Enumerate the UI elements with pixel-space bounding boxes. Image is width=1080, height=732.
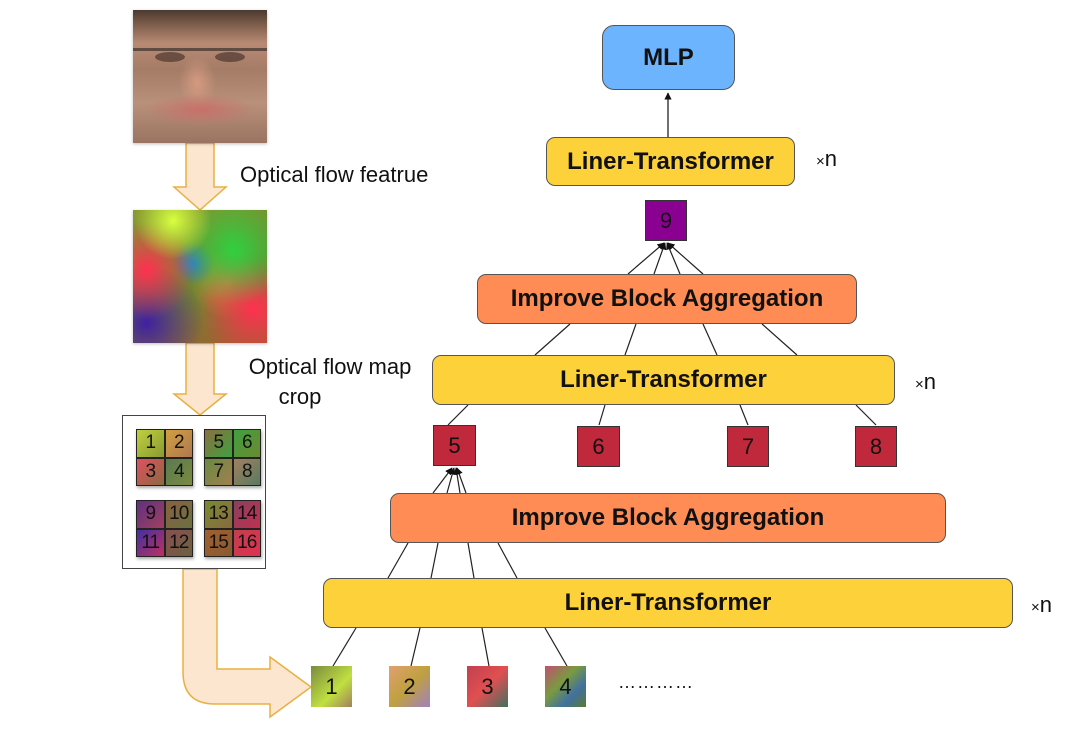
improve-block-aggregation-stage2: Improve Block Aggregation [477, 274, 857, 324]
repeat-marker-stage1: ×n [1031, 592, 1052, 618]
node-7: 7 [727, 426, 769, 467]
step-label-optical-flow-feature: Optical flow featrue [240, 162, 429, 187]
repeat-marker-stage3: ×n [816, 146, 837, 172]
edges-lt2-iba2 [534, 323, 798, 356]
crop-quadrant: 9 10 11 12 [136, 500, 193, 557]
input-tile-3: 3 [467, 666, 508, 707]
optical-flow-map-image [133, 210, 267, 343]
liner-transformer-stage3: Liner-Transformer [546, 137, 795, 186]
edges-tiles-lt1 [332, 627, 568, 667]
repeat-count: n [923, 369, 937, 394]
crop-cell: 7 [204, 457, 233, 486]
improve-block-aggregation-stage1: Improve Block Aggregation [390, 493, 946, 543]
times-symbol: × [1031, 599, 1040, 616]
transformer-label: Liner-Transformer [564, 589, 772, 616]
crop-quadrant: 13 14 15 16 [204, 500, 261, 557]
mlp-block: MLP [602, 25, 735, 90]
crop-cell: 14 [232, 500, 261, 529]
crop-cell: 13 [204, 500, 233, 529]
crop-cell: 3 [136, 457, 165, 486]
crop-cell: 6 [232, 429, 261, 458]
transformer-label: Liner-Transformer [567, 147, 774, 175]
mlp-label: MLP [643, 43, 694, 71]
repeat-count: n [1039, 592, 1053, 617]
tile-label: 1 [325, 673, 338, 699]
edges-iba1-node5 [432, 467, 467, 494]
arrow-crop-to-tiles [182, 568, 313, 719]
crop-cell: 4 [164, 457, 193, 486]
liner-transformer-stage2: Liner-Transformer [432, 355, 895, 405]
aggregation-label: Improve Block Aggregation [511, 504, 825, 531]
eye-left-detail [155, 52, 185, 62]
eye-right-detail [215, 52, 245, 62]
node-label: 7 [741, 433, 755, 459]
crop-cell: 5 [204, 429, 233, 458]
crop-cell: 10 [164, 500, 193, 529]
continuation-ellipsis: ………… [618, 672, 694, 692]
arrow-flow-to-crop [171, 342, 229, 416]
edges-nodes-lt2 [447, 404, 877, 426]
tile-label: 3 [481, 673, 494, 699]
node-8: 8 [855, 426, 897, 467]
crop-cell: 2 [164, 429, 193, 458]
step-label-line2: crop [278, 384, 322, 409]
step-label-optical-flow-crop: Optical flow map crop [230, 352, 430, 412]
crop-quadrant: 1 2 3 4 [136, 429, 193, 486]
node-5: 5 [433, 425, 476, 466]
crop-cell: 11 [136, 528, 165, 557]
crop-cell: 16 [232, 528, 261, 557]
tile-label: 2 [403, 673, 416, 699]
input-tile-4: 4 [545, 666, 586, 707]
edges-iba2-node9 [627, 242, 704, 275]
liner-transformer-stage1: Liner-Transformer [323, 578, 1013, 628]
crop-quadrant: 5 6 7 8 [204, 429, 261, 486]
input-tile-2: 2 [389, 666, 430, 707]
crop-cell: 15 [204, 528, 233, 557]
node-9: 9 [645, 200, 687, 241]
crop-cell: 12 [164, 528, 193, 557]
crop-cell: 9 [136, 500, 165, 529]
face-image [133, 10, 267, 143]
transformer-label: Liner-Transformer [560, 366, 767, 393]
node-label: 9 [659, 207, 673, 233]
node-label: 5 [448, 432, 461, 458]
repeat-marker-stage2: ×n [915, 369, 936, 395]
node-label: 8 [869, 433, 883, 459]
crop-grid-frame: 1 2 3 4 5 6 7 8 9 10 11 12 13 14 15 16 [122, 415, 266, 569]
times-symbol: × [915, 376, 924, 393]
aggregation-label: Improve Block Aggregation [510, 285, 824, 312]
arrow-face-to-flow [172, 142, 228, 212]
times-symbol: × [816, 153, 825, 170]
input-tile-1: 1 [311, 666, 352, 707]
repeat-count: n [824, 146, 838, 171]
step-label-line1: Optical flow map [248, 354, 412, 379]
glasses-detail [133, 48, 267, 51]
node-label: 6 [592, 433, 605, 459]
tile-label: 4 [559, 673, 572, 699]
crop-cell: 1 [136, 429, 165, 458]
edges-lt1-iba1 [387, 542, 518, 579]
node-6: 6 [577, 426, 620, 467]
crop-cell: 8 [232, 457, 261, 486]
